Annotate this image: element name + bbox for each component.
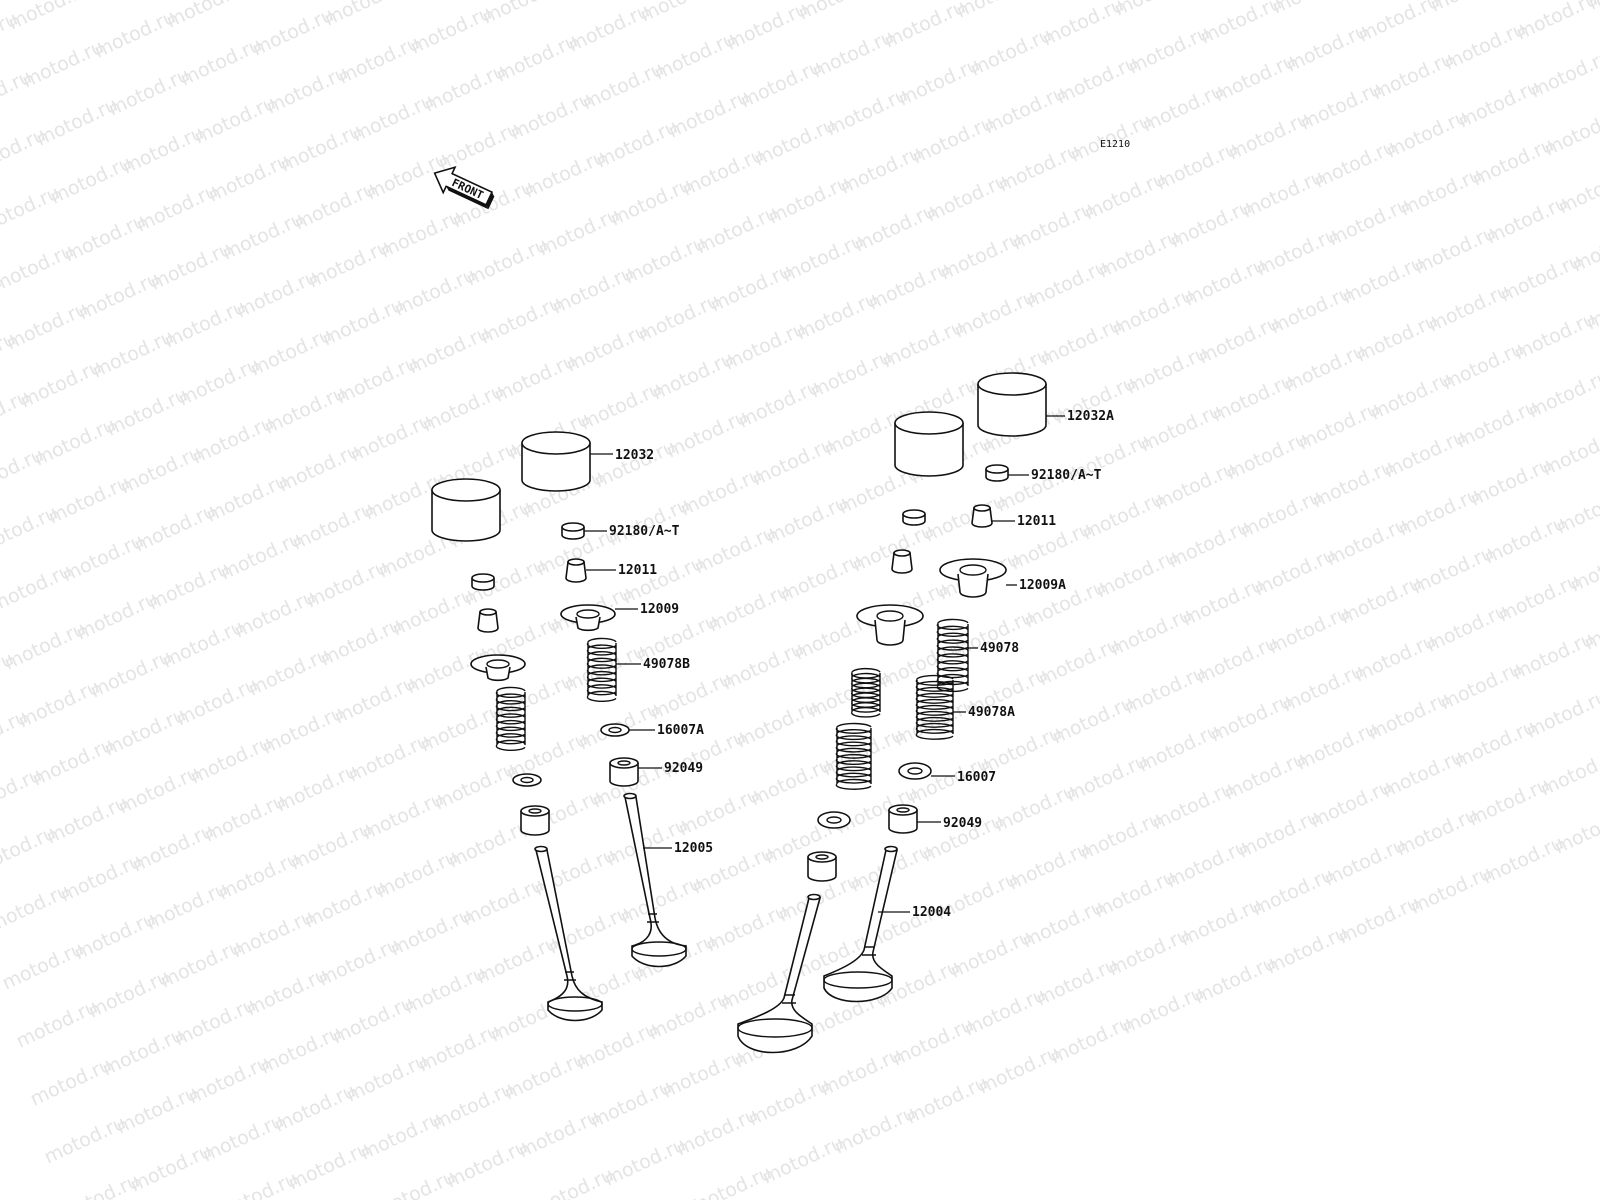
- watermark-text: motod.ru: [637, 0, 725, 27]
- shim-92180-left: [561, 522, 585, 540]
- retainer-left-outer: [470, 654, 526, 682]
- watermark-text: motod.ru: [1555, 162, 1600, 219]
- callout-92180-right: 92180/A~T: [1031, 468, 1102, 483]
- watermark-text: motod.ru: [953, 0, 1041, 23]
- callout-92049-left: 92049: [664, 761, 703, 776]
- spring-49078B: [586, 637, 617, 703]
- tappet-left-outer: [431, 478, 501, 542]
- watermark-text: motod.ru: [1523, 686, 1600, 743]
- retainer-12009A: [939, 558, 1007, 598]
- valve-right-inner: [737, 893, 822, 1054]
- watermark-text: motod.ru: [1269, 0, 1357, 19]
- spring-coil: [850, 667, 881, 718]
- spring-coil: [835, 722, 872, 790]
- callout-12032A: 12032A: [1067, 409, 1114, 424]
- cotter-right-inner: [891, 549, 913, 574]
- retainer-right-inner: [856, 604, 924, 646]
- watermark-text: motod.ru: [393, 0, 481, 1]
- callout-49078: 49078: [980, 641, 1019, 656]
- watermark-text: motod.ru: [1553, 482, 1600, 539]
- watermark-text: motod.ru: [1551, 802, 1600, 859]
- watermark-text: motod.ru: [479, 0, 567, 29]
- callout-12009: 12009: [640, 602, 679, 617]
- callout-92180-left: 92180/A~T: [609, 524, 680, 539]
- watermark-text: motod.ru: [795, 0, 883, 25]
- callout-group: 12032 92180/A~T 12011 12009 49078B 16007…: [584, 409, 1114, 920]
- valve-left-outer: [534, 845, 603, 1022]
- watermark-text: motod.ru: [1525, 366, 1600, 423]
- watermark-text: motod.ru: [1513, 0, 1600, 45]
- watermark-text: motod.ru: [1527, 46, 1600, 103]
- spring-coil: [586, 637, 617, 703]
- spring-left-outer: [495, 686, 526, 752]
- tappet-12032: [521, 431, 591, 492]
- callout-12011-right: 12011: [1017, 514, 1056, 529]
- watermark-text: motod.ru: [163, 0, 251, 33]
- spring-seat-16007A: [600, 723, 630, 737]
- stem-seal-92049-left: [609, 757, 639, 787]
- watermark-text: motod.ru: [1569, 220, 1600, 277]
- watermark-text: motod.ru: [1567, 540, 1600, 597]
- shim-right-inner: [902, 509, 926, 526]
- spring-right-inner-small: [850, 667, 881, 718]
- spring-coil: [915, 674, 954, 740]
- callout-49078B: 49078B: [643, 657, 690, 672]
- watermark-text: motod.ru: [321, 0, 409, 31]
- watermark-text: motod.ru: [1537, 744, 1600, 801]
- callout-12005: 12005: [674, 841, 713, 856]
- watermark-text: motod.ru: [77, 0, 165, 5]
- spring-seat-right-inner: [817, 811, 851, 829]
- watermark-text: motod.ru: [1355, 0, 1443, 47]
- callout-12011-left: 12011: [618, 563, 657, 578]
- spring-seat-left-outer: [512, 773, 542, 787]
- watermark-text: motod.ru: [0, 0, 7, 7]
- watermark-text: motod.ru: [1427, 0, 1515, 17]
- tappet-12032A: [977, 372, 1047, 437]
- cotter-12011-left: [565, 558, 587, 583]
- stem-seal-left-outer: [520, 805, 550, 836]
- callout-12032: 12032: [615, 448, 654, 463]
- callout-12009A: 12009A: [1019, 578, 1066, 593]
- cotter-12011-right: [971, 504, 993, 528]
- callout-16007: 16007: [957, 770, 996, 785]
- callout-92049-right: 92049: [943, 816, 982, 831]
- spring-49078A: [915, 674, 954, 740]
- watermark-text: motod.ru: [1541, 104, 1600, 161]
- shim-92180-right: [985, 464, 1009, 482]
- valve-12004: [823, 845, 899, 1003]
- watermark-text: motod.ru: [5, 0, 93, 35]
- cotter-left-outer: [477, 608, 499, 633]
- retainer-12009: [560, 604, 616, 632]
- watermark-text: motod.ru: [1539, 424, 1600, 481]
- tappet-right-inner: [894, 411, 964, 477]
- watermark-text: motod.ru: [1111, 0, 1199, 21]
- spring-coil: [495, 686, 526, 752]
- shim-left-outer: [471, 573, 495, 591]
- watermark-text: motod.ru: [235, 0, 323, 3]
- valve-12005: [623, 792, 687, 968]
- callout-12004: 12004: [912, 905, 951, 920]
- callout-16007A: 16007A: [657, 723, 704, 738]
- spring-right-inner-large: [835, 722, 872, 790]
- stem-seal-right-inner: [807, 851, 837, 882]
- diagram-code: E1210: [1100, 139, 1130, 150]
- spring-seat-16007: [898, 762, 932, 780]
- watermark-text: motod.ru: [299, 1196, 387, 1200]
- callout-49078A: 49078A: [968, 705, 1015, 720]
- stem-seal-92049-right: [888, 804, 918, 834]
